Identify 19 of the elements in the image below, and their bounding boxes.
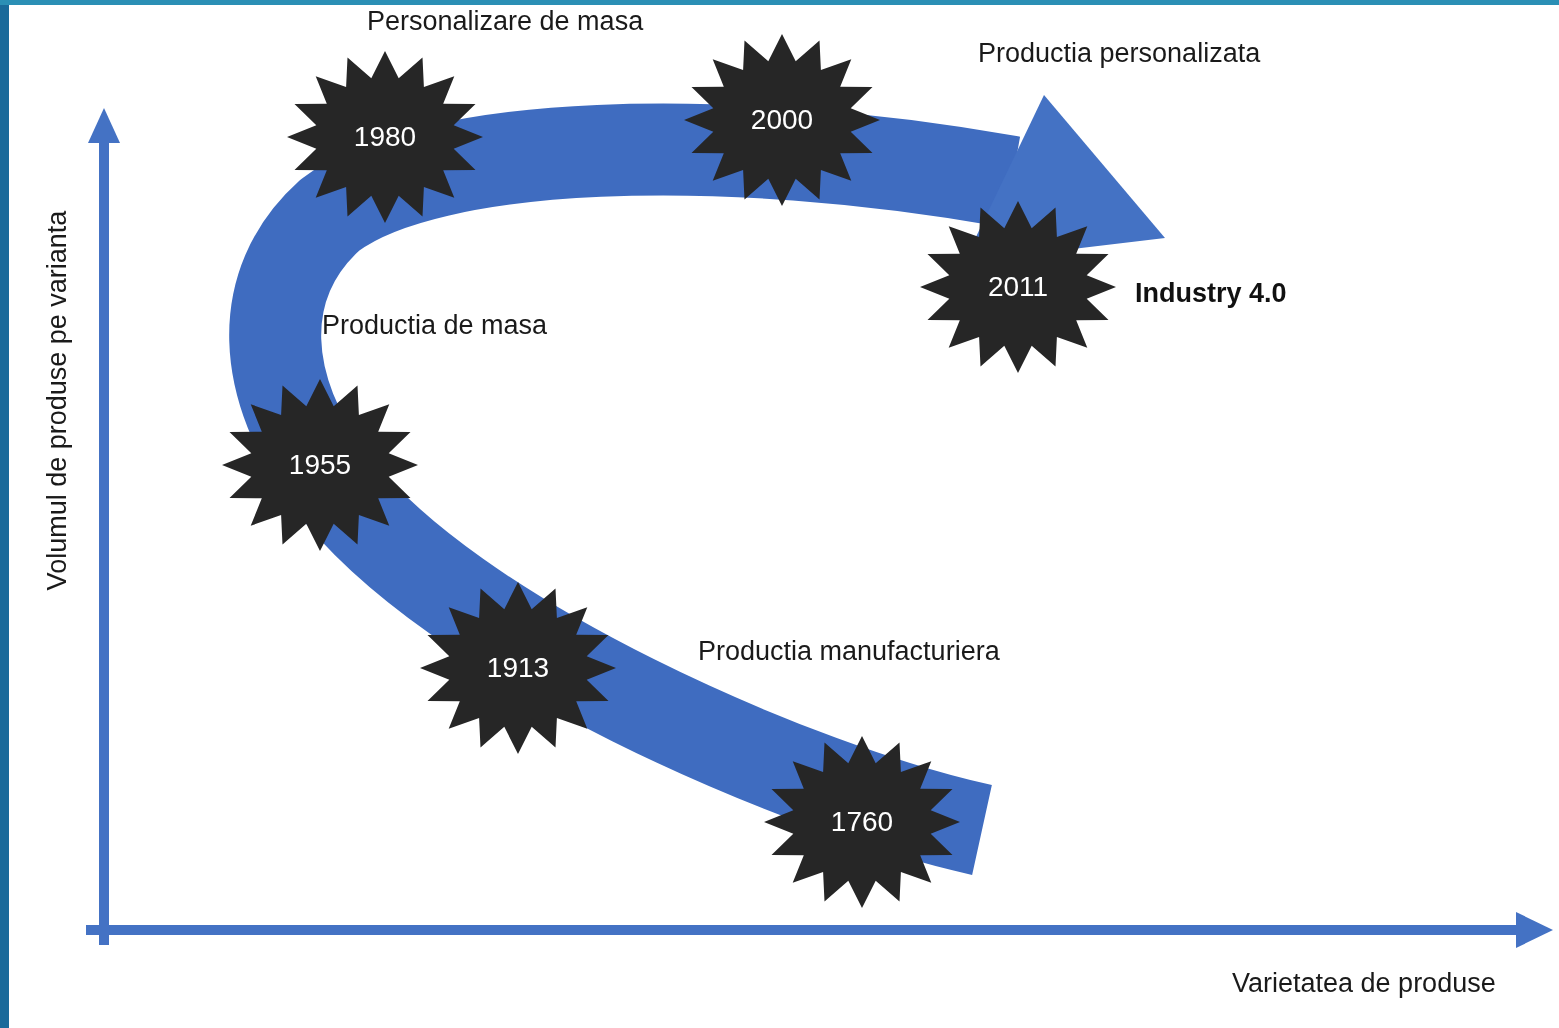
stage-label: Industry 4.0 (1135, 278, 1287, 309)
starburst (682, 32, 882, 208)
year-text: 1955 (288, 449, 352, 481)
axis-label: Varietatea de produse (1232, 968, 1496, 999)
axis-label: Volumul de produse pe varianta (41, 209, 73, 593)
starburst (762, 734, 962, 910)
year-text: 2011 (987, 271, 1049, 303)
stage-label: Productia de masa (322, 310, 548, 341)
stage-label: Personalizare de masa (367, 6, 644, 37)
starburst (418, 580, 618, 756)
stage-label: Productia personalizata (978, 38, 1261, 69)
year-text: 1760 (830, 806, 894, 838)
year-text: 2000 (750, 104, 814, 136)
year-text: 1913 (486, 652, 550, 684)
stage-label: Productia manufacturiera (698, 636, 1000, 667)
starburst (220, 377, 420, 553)
starburst (285, 49, 485, 225)
starburst (918, 199, 1118, 375)
year-text: 1980 (353, 121, 417, 153)
